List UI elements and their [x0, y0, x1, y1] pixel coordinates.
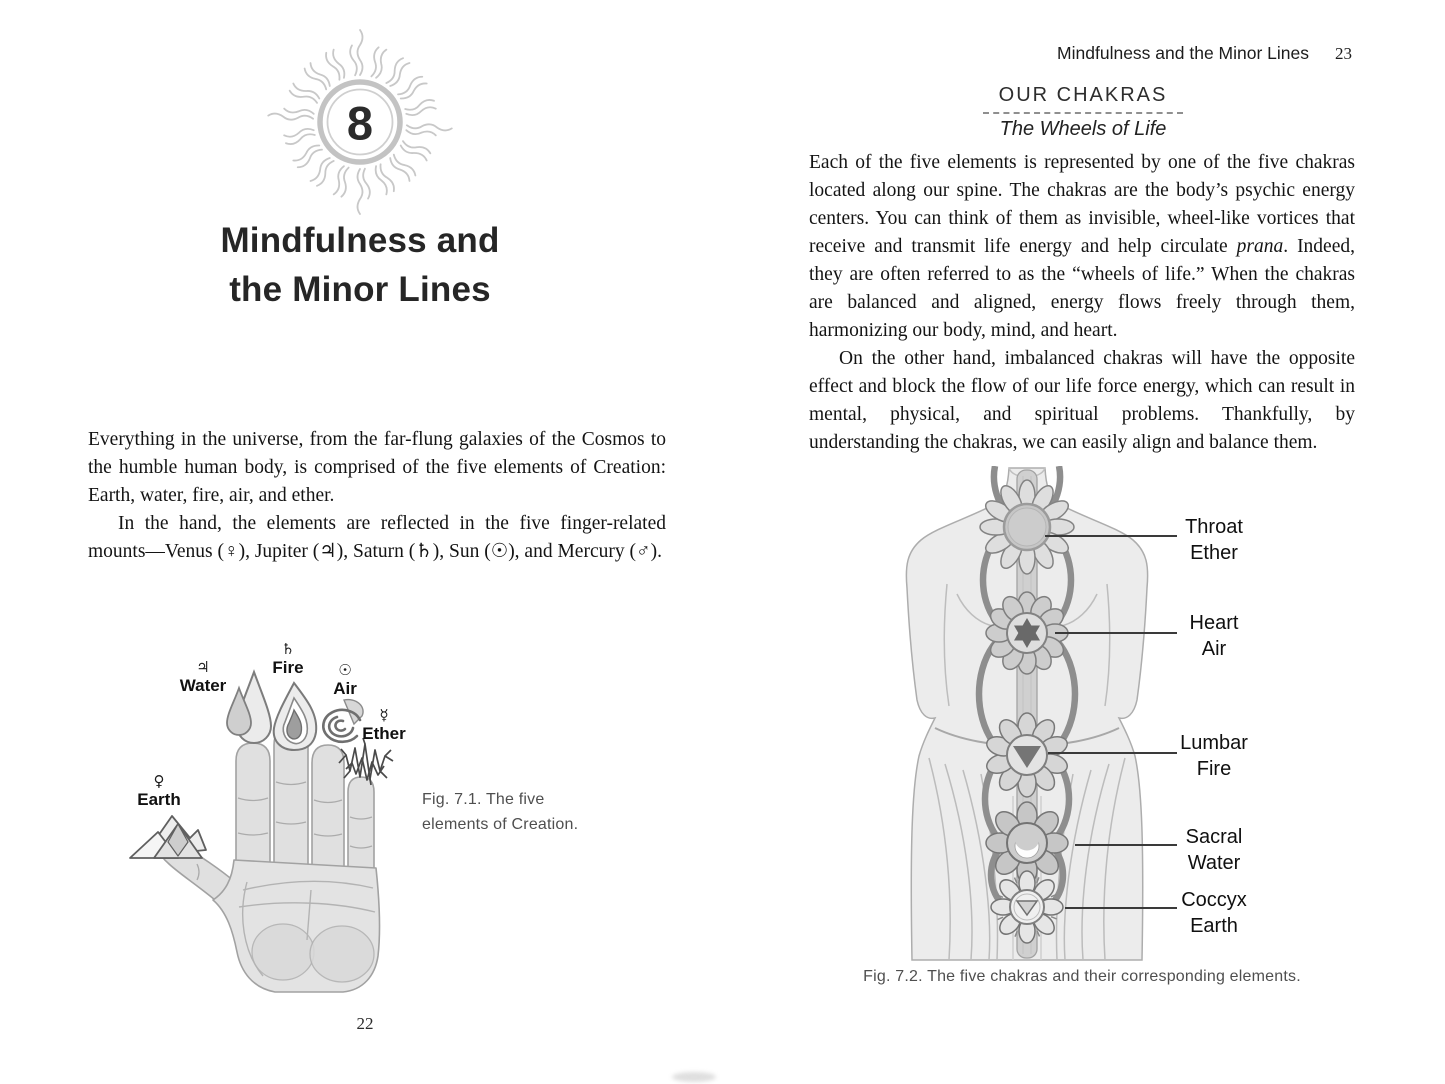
leader-line-coccyx	[1065, 907, 1177, 909]
right-body-text: Each of the five elements is represented…	[809, 149, 1355, 457]
mountain-icon	[129, 815, 207, 859]
ether-vibration-icon	[338, 737, 394, 786]
sunburst-icon: 8	[267, 29, 453, 215]
chakra-label-heart: Heart Air	[1172, 610, 1256, 662]
figure-7-2-caption: Fig. 7.2. The five chakras and their cor…	[863, 968, 1301, 985]
torso-chakras-illustration	[905, 466, 1149, 961]
venus-symbol: ♀	[153, 772, 165, 790]
italic-term: prana	[1236, 236, 1284, 257]
running-header-title: Mindfulness and the Minor Lines	[1057, 43, 1309, 63]
paragraph: Each of the five elements is represented…	[809, 152, 1355, 341]
section-heading: OUR CHAKRAS The Wheels of Life	[810, 84, 1356, 141]
chapter-title-line2: the Minor Lines	[229, 270, 491, 309]
dashed-rule	[983, 112, 1183, 114]
sun-symbol: ☉	[338, 661, 352, 679]
leader-line-heart	[1055, 632, 1177, 634]
element-label-fire: ♄ Fire	[272, 640, 304, 677]
chakra-element: Ether	[1190, 542, 1238, 564]
saturn-symbol: ♄	[281, 640, 295, 658]
chakra-location: Coccyx	[1181, 889, 1247, 911]
chakra-element: Earth	[1190, 915, 1238, 937]
page-bottom-smudge	[672, 1072, 716, 1082]
leader-line-sacral	[1075, 844, 1177, 846]
chakra-label-throat: Throat Ether	[1172, 514, 1256, 566]
chakra-location: Lumbar	[1180, 732, 1248, 754]
throat-chakra	[979, 479, 1075, 575]
mercury-symbol: ☿	[379, 706, 389, 724]
paragraph: Everything in the universe, from the far…	[88, 429, 666, 506]
element-label-earth: ♀ Earth	[137, 772, 181, 809]
heart-chakra	[985, 591, 1069, 675]
lumbar-chakra	[986, 712, 1068, 798]
chakra-element: Water	[1187, 852, 1241, 874]
coccyx-chakra	[990, 870, 1064, 944]
paragraph: On the other hand, imbalanced chakras wi…	[809, 348, 1355, 453]
chakra-element: Air	[1201, 638, 1227, 660]
element-label-water: ♃ Water	[179, 658, 227, 695]
chapter-number: 8	[347, 97, 373, 150]
right-page-number: 23	[1335, 44, 1352, 63]
section-subtitle: The Wheels of Life	[999, 118, 1167, 140]
paragraph: In the hand, the elements are reflected …	[88, 513, 666, 562]
chakra-label-coccyx: Coccyx Earth	[1172, 887, 1256, 939]
figure-7-1-caption: Fig. 7.1. The five elements of Creation.	[422, 791, 579, 833]
flame-icon	[272, 681, 318, 752]
element-label-air: ☉ Air	[333, 661, 357, 698]
sacral-chakra	[985, 801, 1069, 885]
section-title: OUR CHAKRAS	[998, 84, 1168, 106]
air-swirl-icon	[322, 698, 364, 744]
chakra-label-lumbar: Lumbar Fire	[1172, 730, 1256, 782]
hand-illustration	[160, 726, 381, 993]
element-label-ether: ☿ Ether	[362, 706, 406, 743]
running-header: Mindfulness and the Minor Lines 23	[800, 43, 1352, 64]
chakra-location: Heart	[1189, 612, 1239, 634]
jupiter-symbol: ♃	[196, 658, 210, 676]
chapter-title-line1: Mindfulness and	[220, 221, 500, 260]
leader-line-throat	[1045, 535, 1177, 537]
chakra-element: Fire	[1196, 758, 1232, 780]
left-page-number: 22	[356, 1014, 374, 1033]
chakra-figure: Throat Ether Heart Air Lumbar Fire Sacra…	[895, 466, 1275, 966]
water-drop-icon	[226, 669, 273, 744]
chakra-location: Throat	[1185, 516, 1243, 538]
chapter-title: Mindfulness and the Minor Lines	[110, 216, 610, 314]
left-body-text: Everything in the universe, from the far…	[88, 426, 666, 566]
leader-line-lumbar	[1048, 752, 1177, 754]
chakra-label-sacral: Sacral Water	[1172, 824, 1256, 876]
chakra-location: Sacral	[1185, 826, 1243, 848]
